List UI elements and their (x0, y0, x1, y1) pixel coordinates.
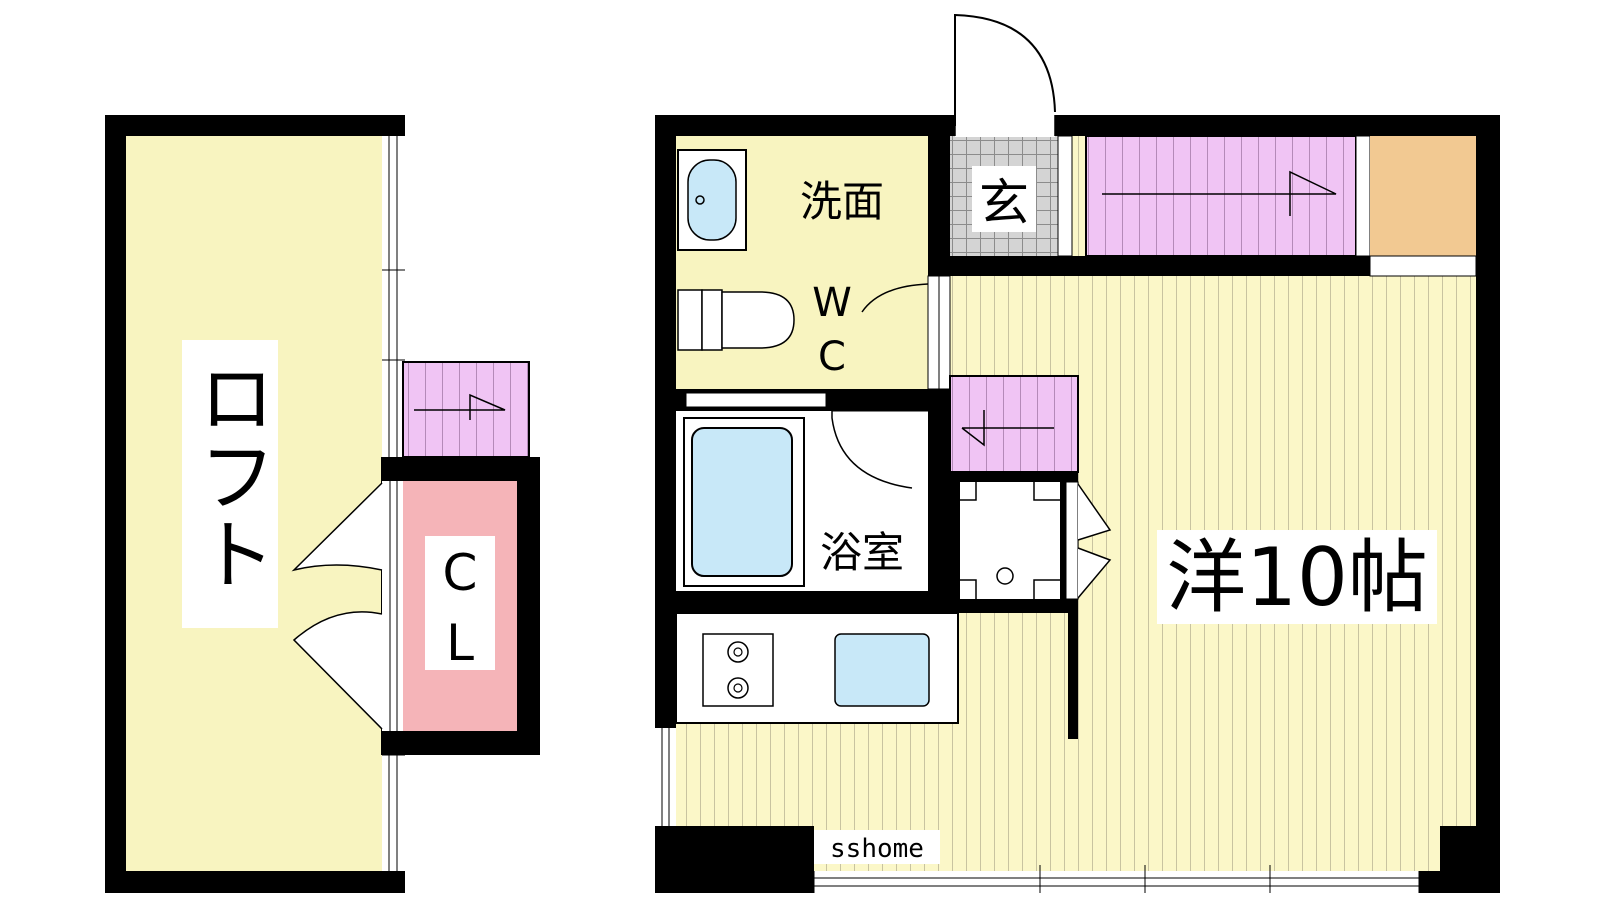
bath-door-swing (831, 411, 913, 489)
washroom-wall-right (928, 136, 950, 276)
room-stairs (949, 375, 1079, 473)
sink-tap (695, 195, 705, 205)
washer-door-strip (1065, 481, 1079, 600)
watermark-bg (814, 830, 940, 864)
storage-shelf (1369, 255, 1477, 277)
entrance-label: 玄 (979, 174, 1029, 232)
washer-door-2 (1077, 547, 1112, 599)
bottom-left-pillar (676, 826, 814, 871)
watermark: sshome (830, 834, 924, 864)
closet-door-strip (382, 481, 403, 731)
front-door-swing (954, 13, 1056, 126)
wc-label-c: C (818, 334, 846, 380)
closet-door-upper (291, 482, 383, 572)
bathroom-wall-right (928, 389, 950, 591)
loft-stairs-arrow (414, 393, 506, 420)
bath-door-gap (685, 392, 827, 408)
bottom-window (814, 871, 1419, 893)
wc-door (861, 283, 929, 313)
entrance-step (1057, 135, 1073, 257)
wc-label-w: W (812, 280, 852, 326)
entrance-label-bg (972, 166, 1036, 232)
main-unit: 洗面 W C 浴室 (655, 13, 1500, 893)
closet-label-c: C (443, 544, 478, 602)
western-room-label: 洋10帖 (1166, 531, 1428, 624)
washer-door-1 (1077, 483, 1112, 541)
closet-label-l: L (446, 614, 474, 672)
storage-box (1370, 136, 1476, 256)
front-door-opening (955, 113, 1055, 137)
entrance-wall-bottom (950, 256, 1370, 276)
closet-label-bg (425, 536, 495, 670)
upper-divider (1355, 135, 1371, 257)
upper-stairs-arrow (1102, 170, 1337, 216)
loft-label-bg (182, 340, 278, 628)
burner-2 (727, 677, 749, 699)
room-stairs-arrow (961, 410, 1054, 447)
bottom-right-pillar (1440, 826, 1476, 871)
washer-pan (960, 482, 1060, 599)
upper-stairs (1085, 135, 1357, 257)
washer-drain (996, 567, 1014, 585)
stove (702, 633, 774, 707)
washroom-label: 洗面 (800, 177, 884, 226)
left-window (655, 728, 676, 826)
bathroom-label: 浴室 (820, 528, 904, 577)
kitchen-sink (834, 633, 930, 707)
toilet (677, 289, 795, 351)
burner-1 (727, 641, 749, 663)
loft-label: ロフト (185, 358, 275, 592)
western-room-label-bg (1157, 530, 1437, 624)
kitchen-partition (1068, 591, 1078, 739)
loft-area: C L ロフト (105, 115, 540, 893)
bathtub (691, 427, 793, 577)
sink-basin (687, 159, 737, 241)
closet-door-lower (292, 611, 383, 730)
